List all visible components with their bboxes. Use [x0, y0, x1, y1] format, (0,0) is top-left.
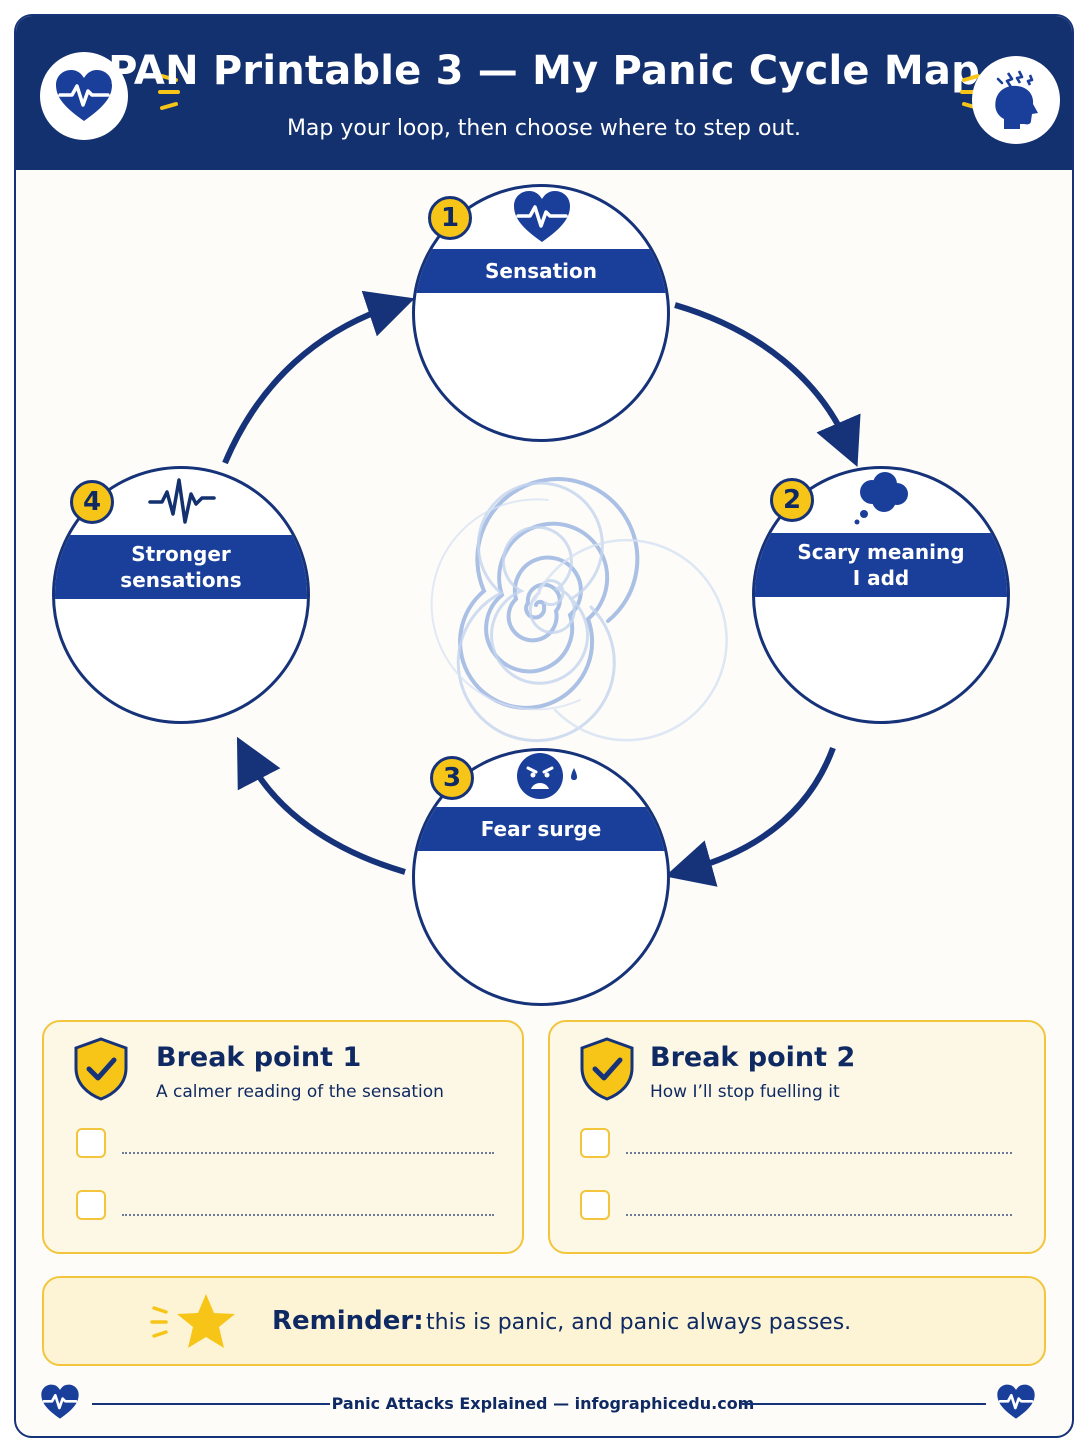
footer-heart-left-icon [41, 1384, 79, 1419]
node-1-label: Sensation [415, 249, 667, 293]
node-2-number-badge: 2 [770, 478, 814, 522]
spiral-swirl-icon [430, 477, 728, 743]
break-point-1-line-1[interactable] [122, 1152, 494, 1154]
break-point-1-line-2[interactable] [122, 1214, 494, 1216]
node-2-writing-area[interactable] [755, 599, 1007, 721]
page-subtitle: Map your loop, then choose where to step… [286, 116, 802, 141]
shield-check-icon [580, 1037, 634, 1101]
arrow-sensation-to-meaning [674, 302, 861, 468]
break-point-2-line-2[interactable] [626, 1214, 1012, 1216]
node-1-number-badge: 1 [428, 196, 472, 240]
stressed-head-icon [995, 70, 1038, 129]
node-4-label: Stronger sensations [55, 535, 307, 599]
footer-heart-right-icon [997, 1384, 1035, 1419]
header-head-badge [972, 56, 1060, 144]
arrow-fear-to-stronger [236, 736, 406, 875]
node-4-number-badge: 4 [70, 480, 114, 524]
break-point-2-line-1[interactable] [626, 1152, 1012, 1154]
node-3-writing-area[interactable] [415, 853, 667, 1003]
arrow-stronger-to-sensation [222, 290, 415, 465]
node-3-label: Fear surge [415, 807, 667, 851]
break-point-card-2: Break point 2 How I’ll stop fuelling it [548, 1020, 1046, 1254]
break-point-1-checkbox-2[interactable] [76, 1190, 106, 1220]
footer-credit: Panic Attacks Explained — infographicedu… [331, 1394, 755, 1413]
node-2-label: Scary meaning I add [755, 533, 1007, 597]
page-title: PAN Printable 3 — My Panic Cycle Map [108, 48, 980, 94]
reminder-banner: Reminder: this is panic, and panic alway… [42, 1276, 1046, 1366]
break-point-card-1: Break point 1 A calmer reading of the se… [42, 1020, 524, 1254]
reminder-label: Reminder: [272, 1306, 424, 1336]
footer-rule-right [742, 1403, 986, 1405]
arrow-meaning-to-fear [664, 746, 836, 887]
heartbeat-heart-icon [56, 70, 112, 121]
node-3-number-badge: 3 [430, 756, 474, 800]
header-banner: PAN Printable 3 — My Panic Cycle Map Map… [16, 16, 1072, 170]
title-accent-left-icon [158, 74, 180, 110]
star-icon [150, 1294, 235, 1348]
break-point-1-checkbox-1[interactable] [76, 1128, 106, 1158]
break-point-2-checkbox-1[interactable] [580, 1128, 610, 1158]
break-point-2-checkbox-2[interactable] [580, 1190, 610, 1220]
node-4-writing-area[interactable] [55, 601, 307, 721]
heartbeat-heart-icon [514, 191, 570, 242]
node-1-writing-area[interactable] [415, 295, 667, 439]
break-point-1-subtitle: A calmer reading of the sensation [156, 1082, 444, 1102]
pulse-wave-icon [148, 478, 216, 524]
thought-cloud-icon [854, 472, 908, 525]
break-point-2-title: Break point 2 [650, 1042, 856, 1073]
fearful-face-icon [517, 753, 577, 799]
header-heart-badge [40, 52, 128, 140]
shield-check-icon [74, 1037, 128, 1101]
reminder-text: this is panic, and panic always passes. [426, 1310, 852, 1335]
break-point-1-title: Break point 1 [156, 1042, 362, 1073]
footer-rule-left [92, 1403, 330, 1405]
break-point-2-subtitle: How I’ll stop fuelling it [650, 1082, 840, 1102]
